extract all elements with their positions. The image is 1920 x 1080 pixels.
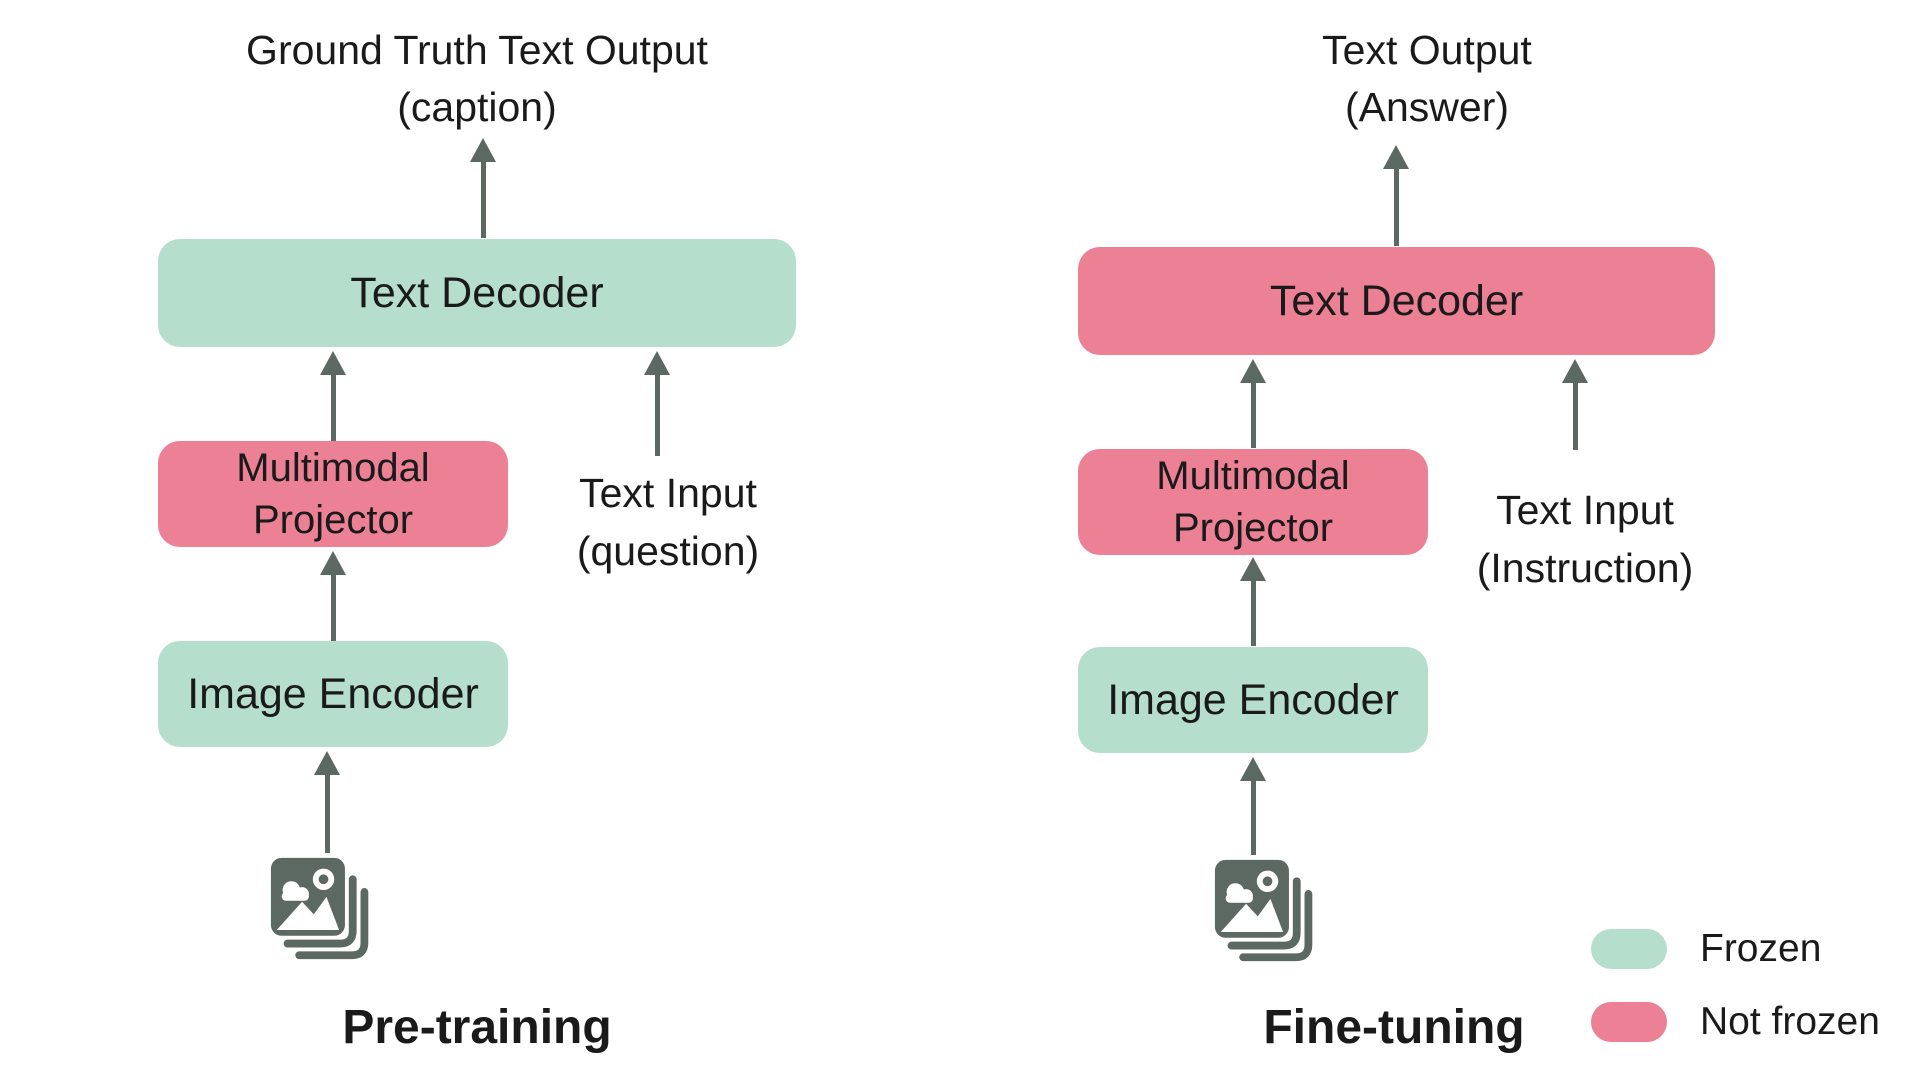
arrow-textinput-to-decoder-finetuning <box>1562 359 1588 450</box>
finetuning-image-encoder-label: Image Encoder <box>1107 676 1399 724</box>
pretraining-text-decoder-label: Text Decoder <box>350 269 604 317</box>
pretraining-projector-line2: Projector <box>252 498 414 542</box>
pretraining-output-line1: Ground Truth Text Output <box>246 27 708 73</box>
legend-not-frozen-label: Not frozen <box>1700 1000 1880 1043</box>
pretraining-image-encoder-label: Image Encoder <box>187 670 479 718</box>
finetuning-text-input-line2: (Instruction) <box>1476 545 1694 591</box>
legend-frozen-label: Frozen <box>1700 927 1822 970</box>
finetuning-multimodal-projector-box: Multimodal Projector <box>1078 449 1428 555</box>
finetuning-output-line1: Text Output <box>1322 27 1532 73</box>
legend-not-frozen-swatch <box>1591 1002 1667 1042</box>
pretraining-output-label: Ground Truth Text Output (caption) <box>177 22 777 136</box>
pretraining-text-decoder-box: Text Decoder <box>158 239 796 347</box>
finetuning-text-input-label: Text Input (Instruction) <box>1435 481 1735 597</box>
pretraining-projector-line1: Multimodal <box>236 446 430 490</box>
finetuning-text-decoder-box: Text Decoder <box>1078 247 1715 355</box>
arrow-images-to-encoder-finetuning <box>1240 757 1266 855</box>
arrow-projector-to-decoder-pretraining <box>320 351 346 441</box>
pretraining-multimodal-projector-box: Multimodal Projector <box>158 441 508 547</box>
finetuning-projector-line2: Projector <box>1172 506 1334 550</box>
stacked-images-icon <box>270 857 369 960</box>
finetuning-projector-line1: Multimodal <box>1156 454 1350 498</box>
arrow-images-to-encoder-pretraining <box>314 751 340 853</box>
arrow-encoder-to-projector-pretraining <box>320 551 346 641</box>
arrow-decoder-to-output-finetuning <box>1383 145 1409 246</box>
finetuning-text-decoder-label: Text Decoder <box>1269 277 1524 325</box>
pretraining-output-line2: (caption) <box>397 84 557 130</box>
stacked-images-icon <box>1214 859 1313 962</box>
pretraining-text-input-line1: Text Input <box>579 470 757 516</box>
pretraining-image-encoder-box: Image Encoder <box>158 641 508 747</box>
finetuning-output-line2: (Answer) <box>1344 84 1510 130</box>
pretraining-stage-label: Pre-training <box>342 1001 612 1054</box>
pretraining-text-input-label: Text Input (question) <box>518 464 818 580</box>
finetuning-image-encoder-box: Image Encoder <box>1078 647 1428 753</box>
arrow-textinput-to-decoder-pretraining <box>644 351 670 456</box>
finetuning-stage-label: Fine-tuning <box>1263 1001 1525 1054</box>
pretraining-text-input-line2: (question) <box>576 528 760 574</box>
legend-frozen-swatch <box>1591 929 1667 969</box>
arrow-encoder-to-projector-finetuning <box>1240 557 1266 646</box>
arrow-projector-to-decoder-finetuning <box>1240 359 1266 448</box>
finetuning-text-input-line1: Text Input <box>1496 487 1674 533</box>
arrow-decoder-to-output-pretraining <box>470 138 496 238</box>
finetuning-output-label: Text Output (Answer) <box>1127 22 1727 136</box>
